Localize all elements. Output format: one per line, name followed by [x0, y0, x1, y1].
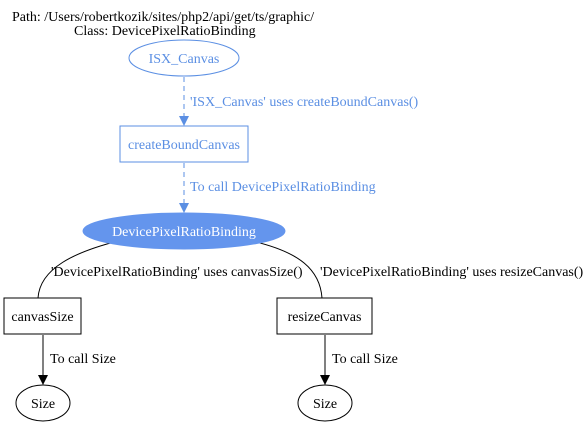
- node-isx-canvas-label: ISX_Canvas: [149, 52, 220, 67]
- path-label: Path: /Users/robertkozik/sites/php2/api/…: [12, 10, 314, 25]
- node-size-right[interactable]: Size: [297, 384, 353, 422]
- node-device-pixel-ratio-binding[interactable]: DevicePixelRatioBinding: [82, 212, 286, 250]
- edge-label-focus-to-resize: 'DevicePixelRatioBinding' uses resizeCan…: [320, 265, 584, 280]
- edge-focus-to-canvas-size: [37, 240, 119, 299]
- node-device-pixel-ratio-binding-label: DevicePixelRatioBinding: [112, 225, 256, 240]
- class-label: Class: DevicePixelRatioBinding: [74, 24, 256, 39]
- node-resize-canvas-label: resizeCanvas: [288, 310, 362, 325]
- node-canvas-size-label: canvasSize: [11, 310, 73, 325]
- node-resize-canvas[interactable]: resizeCanvas: [276, 297, 373, 335]
- edge-focus-to-resize: [251, 240, 323, 299]
- node-create-bound-canvas[interactable]: createBoundCanvas: [119, 125, 249, 163]
- node-canvas-size[interactable]: canvasSize: [3, 297, 82, 335]
- edge-label-create-to-focus: To call DevicePixelRatioBinding: [190, 180, 376, 195]
- edge-label-canvas-size-to-size: To call Size: [50, 352, 116, 367]
- node-isx-canvas[interactable]: ISX_Canvas: [128, 39, 240, 77]
- node-size-left-label: Size: [31, 397, 55, 412]
- edge-label-resize-to-size: To call Size: [332, 352, 398, 367]
- node-size-left[interactable]: Size: [15, 384, 71, 422]
- edge-label-isx-to-create: 'ISX_Canvas' uses createBoundCanvas(): [190, 95, 419, 110]
- edge-label-focus-to-canvas-size: 'DevicePixelRatioBinding' uses canvasSiz…: [51, 265, 303, 280]
- node-size-right-label: Size: [313, 397, 337, 412]
- node-create-bound-canvas-label: createBoundCanvas: [128, 138, 240, 153]
